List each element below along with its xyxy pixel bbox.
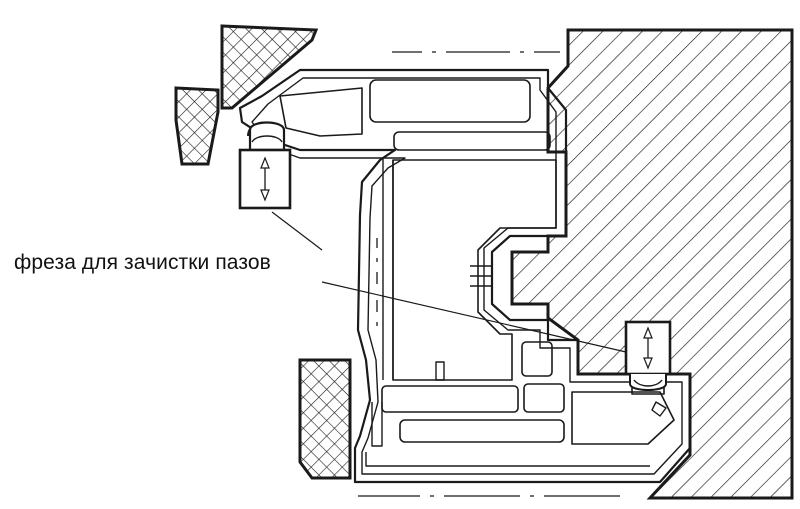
leader-lines bbox=[271, 211, 627, 353]
cutter-annotation-label: фреза для зачистки пазов bbox=[14, 251, 271, 274]
glazing-bead-upper bbox=[220, 24, 319, 110]
profile-frame bbox=[238, 68, 692, 484]
glazing-bead-lower bbox=[298, 358, 352, 480]
wall-section-hatched bbox=[510, 28, 794, 500]
axis-lines bbox=[358, 51, 620, 497]
cutter-upper bbox=[238, 121, 292, 210]
glazing-bead-small bbox=[174, 86, 220, 166]
cutter-lower bbox=[624, 320, 672, 391]
